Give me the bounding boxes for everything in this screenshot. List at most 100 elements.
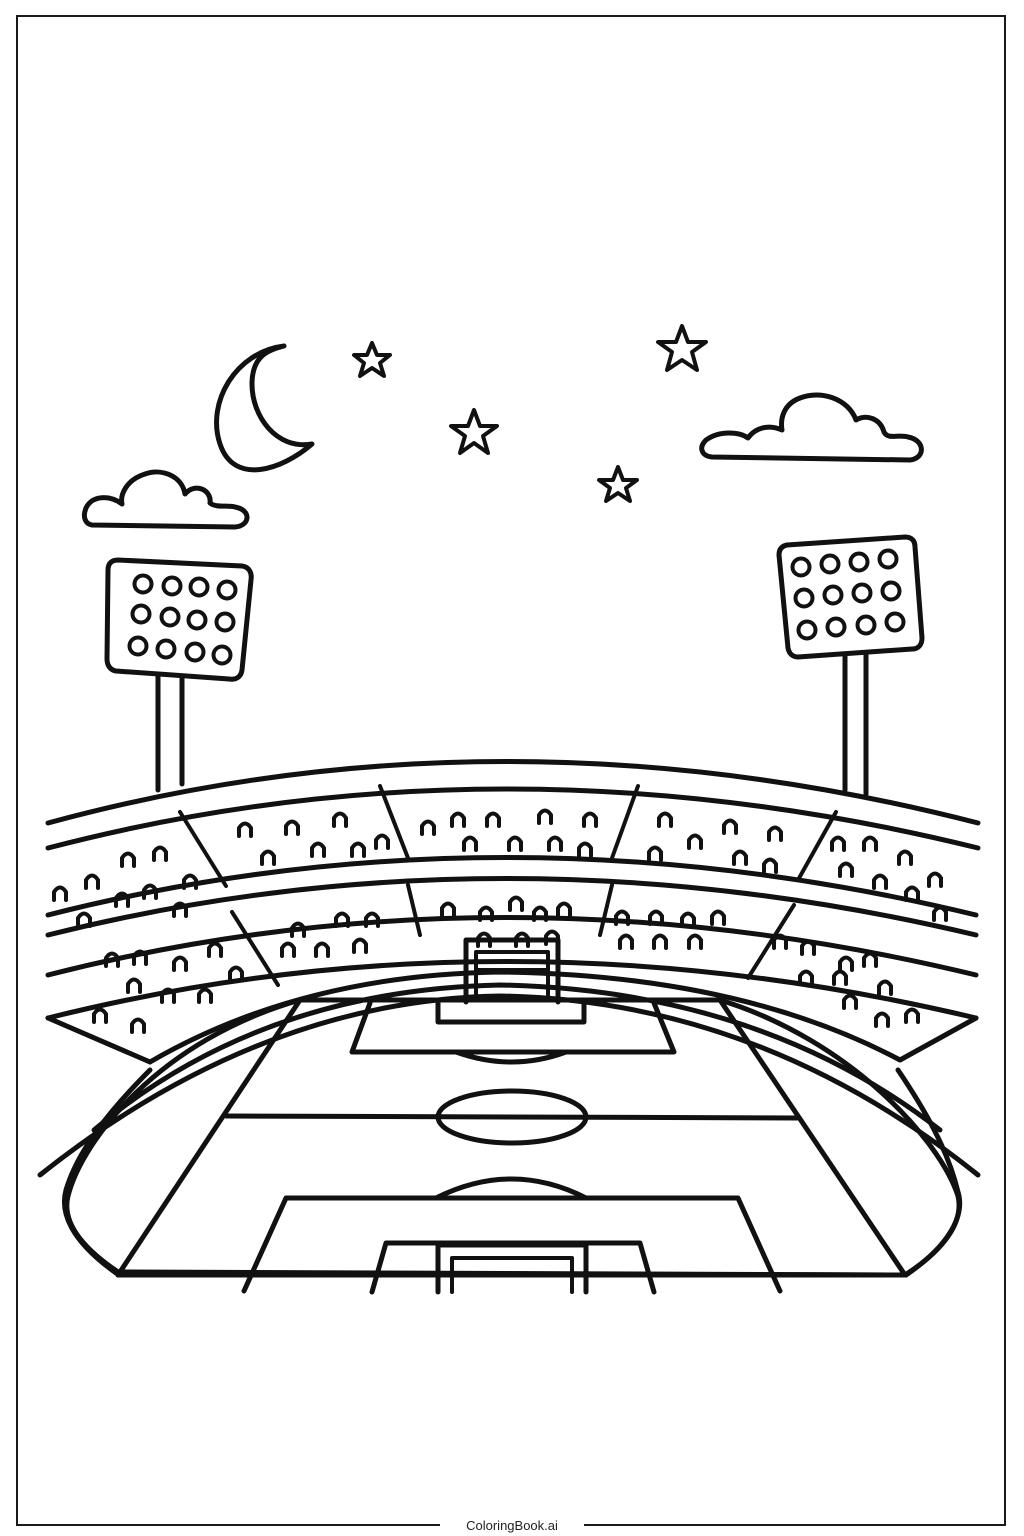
floodlight-lamps xyxy=(130,576,236,664)
spectator-icon xyxy=(620,936,632,949)
spectator-icon xyxy=(286,822,298,835)
brand-label: ColoringBook.ai xyxy=(466,1517,558,1533)
spectator-icon xyxy=(534,908,546,921)
goal-icon xyxy=(438,1245,586,1292)
spectator-icon xyxy=(659,814,671,827)
spectator-icon xyxy=(899,852,911,865)
spectator-icon xyxy=(510,898,522,911)
spectator-icon xyxy=(844,996,856,1009)
spectator-icon xyxy=(154,848,166,861)
spectator-icon xyxy=(132,1020,144,1033)
spectator-icon xyxy=(174,958,186,971)
spectator-icon xyxy=(230,968,242,981)
spectator-icon xyxy=(509,838,521,851)
spectator-icon xyxy=(712,912,724,925)
spectator-icon xyxy=(480,908,492,921)
spectator-icon xyxy=(774,936,786,949)
spectator-icon xyxy=(94,1010,106,1023)
spectator-icon xyxy=(539,811,551,824)
spectator-icon xyxy=(769,828,781,841)
spectator-icon xyxy=(106,954,118,967)
star-icon xyxy=(599,467,637,501)
spectator-icon xyxy=(834,972,846,985)
spectator-icon xyxy=(452,814,464,827)
spectator-icon xyxy=(649,848,661,861)
floodlight-right xyxy=(779,537,922,794)
spectator-icon xyxy=(654,936,666,949)
spectator-icon xyxy=(579,844,591,857)
spectator-icon xyxy=(312,844,324,857)
spectator-icon xyxy=(764,860,776,873)
spectator-icon xyxy=(876,1014,888,1027)
stadium-stands xyxy=(48,762,978,1063)
spectator-icon xyxy=(558,904,570,917)
spectator-icon xyxy=(116,894,128,907)
spectator-crowd xyxy=(54,811,946,1033)
spectator-icon xyxy=(336,914,348,927)
spectator-icon xyxy=(122,854,134,867)
cloud-icon xyxy=(702,395,922,460)
spectator-icon xyxy=(682,914,694,927)
spectator-icon xyxy=(832,838,844,851)
spectator-icon xyxy=(184,876,196,889)
brand-footer: ColoringBook.ai xyxy=(440,1514,584,1536)
spectator-icon xyxy=(352,844,364,857)
floodlight-left xyxy=(107,560,251,790)
spectator-icon xyxy=(134,952,146,965)
spectator-icon xyxy=(546,932,558,945)
cloud-icon xyxy=(84,472,247,527)
floodlight-lamps xyxy=(793,551,904,639)
spectator-icon xyxy=(262,852,274,865)
spectator-icon xyxy=(906,888,918,901)
spectator-icon xyxy=(78,914,90,927)
spectator-icon xyxy=(689,836,701,849)
spectator-icon xyxy=(174,904,186,917)
spectator-icon xyxy=(802,942,814,955)
spectator-icon xyxy=(724,821,736,834)
spectator-icon xyxy=(376,836,388,849)
star-icon xyxy=(354,343,390,376)
spectator-icon xyxy=(650,912,662,925)
spectator-icon xyxy=(487,814,499,827)
star-group xyxy=(354,326,706,501)
spectator-icon xyxy=(86,876,98,889)
spectator-icon xyxy=(734,852,746,865)
goal-icon xyxy=(466,940,558,1002)
spectator-icon xyxy=(549,838,561,851)
spectator-icon xyxy=(934,908,946,921)
spectator-icon xyxy=(334,814,346,827)
spectator-icon xyxy=(144,886,156,899)
football-pitch xyxy=(40,940,978,1292)
spectator-icon xyxy=(584,814,596,827)
spectator-icon xyxy=(316,944,328,957)
spectator-icon xyxy=(422,822,434,835)
spectator-icon xyxy=(292,924,304,937)
spectator-icon xyxy=(209,944,221,957)
spectator-icon xyxy=(464,838,476,851)
star-icon xyxy=(451,410,497,453)
spectator-icon xyxy=(879,982,891,995)
spectator-icon xyxy=(906,1010,918,1023)
spectator-icon xyxy=(366,914,378,927)
spectator-icon xyxy=(689,936,701,949)
spectator-icon xyxy=(354,940,366,953)
spectator-icon xyxy=(800,972,812,985)
star-icon xyxy=(658,326,706,370)
spectator-icon xyxy=(929,874,941,887)
spectator-icon xyxy=(442,904,454,917)
spectator-icon xyxy=(840,958,852,971)
spectator-icon xyxy=(864,954,876,967)
spectator-icon xyxy=(199,990,211,1003)
spectator-icon xyxy=(162,990,174,1003)
moon-icon xyxy=(217,346,312,470)
spectator-icon xyxy=(282,944,294,957)
spectator-icon xyxy=(864,838,876,851)
spectator-icon xyxy=(128,980,140,993)
spectator-icon xyxy=(840,864,852,877)
spectator-icon xyxy=(54,888,66,901)
spectator-icon xyxy=(874,876,886,889)
spectator-icon xyxy=(616,912,628,925)
spectator-icon xyxy=(239,824,251,837)
